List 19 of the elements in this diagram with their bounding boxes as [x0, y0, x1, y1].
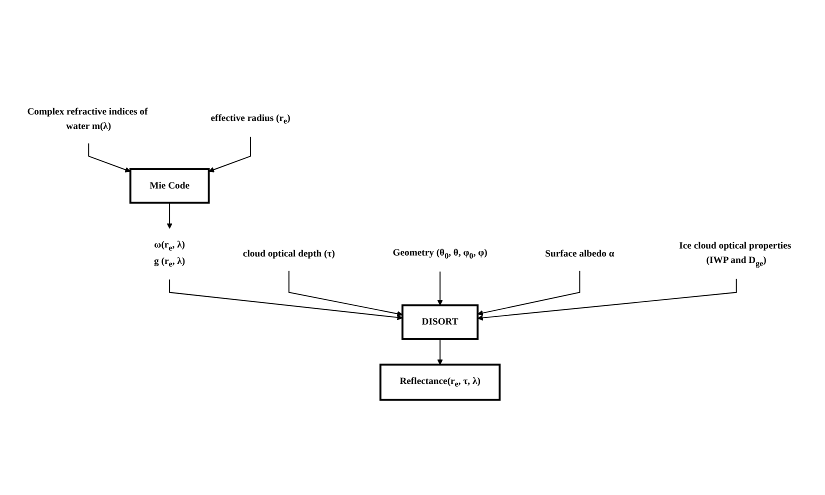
- node-box: Mie Code: [129, 168, 210, 204]
- arrow: [477, 278, 737, 321]
- node-text: Complex refractive indices of water m(λ): [27, 106, 148, 132]
- node-text: Geometry (θ$_{0}$, θ, φ$_{0}$, φ): [392, 248, 488, 260]
- node-text: Surface albedo α: [545, 248, 614, 259]
- arrow: [208, 136, 251, 172]
- arrow: [477, 270, 580, 316]
- arrow: [437, 338, 443, 365]
- arrow: [288, 270, 403, 316]
- node-box: DISORT: [402, 304, 479, 340]
- arrow: [88, 142, 131, 172]
- node-text: effective radius (r$_{e}$): [210, 113, 290, 126]
- arrow: [437, 271, 443, 306]
- node-text: ω(r$_{e}$, λ) g (r$_{e}$, λ): [154, 240, 186, 268]
- node-box: Reflectance(r$_{e}$, τ, λ): [379, 364, 501, 401]
- arrow: [166, 202, 172, 229]
- arrow: [169, 279, 403, 320]
- node-text: cloud optical depth (τ): [242, 248, 335, 259]
- node-text: Ice cloud optical properties (IWP and D$_{ge}$): [679, 240, 792, 268]
